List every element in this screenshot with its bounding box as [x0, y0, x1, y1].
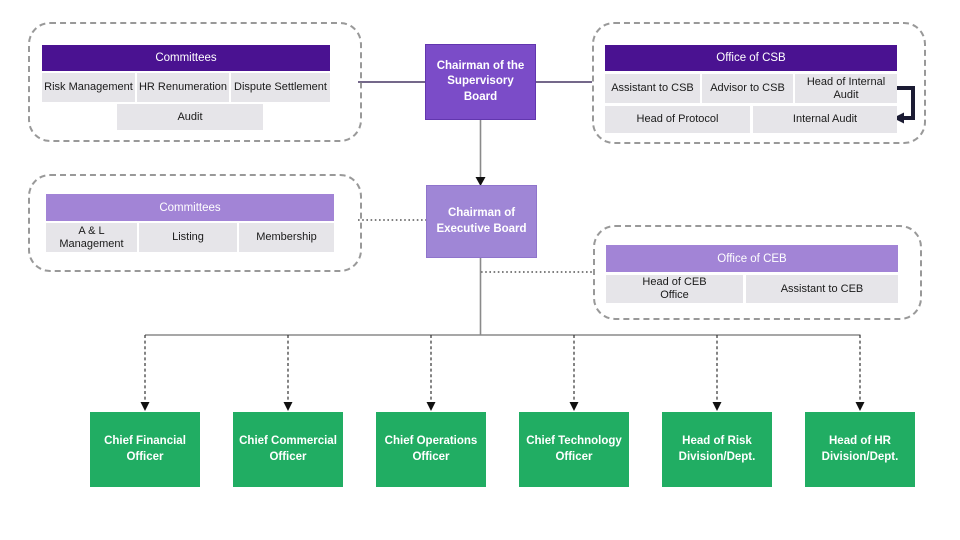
executive-node-head-risk: Head of Risk Division/Dept. [662, 412, 772, 487]
drop-arrow-heads [140, 402, 865, 411]
office-ceb-header: Office of CEB [606, 245, 898, 272]
committee-cell-membership: Membership [239, 223, 334, 252]
committee-cell-al-management: A & L Management [46, 223, 137, 252]
executive-node-cto: Chief Technology Officer [519, 412, 629, 487]
chairman-supervisory-board-node: Chairman of the Supervisory Board [425, 44, 536, 120]
office-csb-header: Office of CSB [605, 45, 897, 71]
ceb-cell-head-office: Head of CEB Office [606, 275, 743, 303]
executive-committees-header: Committees [46, 194, 334, 221]
committee-cell-audit: Audit [117, 104, 263, 130]
csb-cell-assistant: Assistant to CSB [605, 74, 700, 103]
supervisory-committees-header: Committees [42, 45, 330, 71]
supervisory-committees-group [28, 22, 362, 142]
csb-cell-internal-audit: Internal Audit [753, 106, 897, 133]
csb-cell-head-protocol: Head of Protocol [605, 106, 750, 133]
committee-cell-listing: Listing [139, 223, 237, 252]
drop-arrow-lines [144, 335, 861, 403]
committee-cell-hr-renumeration: HR Renumeration [137, 73, 229, 102]
executive-node-cco: Chief Commercial Officer [233, 412, 343, 487]
csb-cell-advisor: Advisor to CSB [702, 74, 793, 103]
committee-cell-dispute-settlement: Dispute Settlement [231, 73, 330, 102]
csb-cell-head-internal-audit: Head of Internal Audit [795, 74, 897, 103]
chairman-executive-board-node: Chairman of Executive Board [426, 185, 537, 258]
ceb-cell-assistant: Assistant to CEB [746, 275, 898, 303]
executive-node-coo: Chief Operations Officer [376, 412, 486, 487]
office-ceb-group [593, 225, 922, 320]
executive-node-head-hr: Head of HR Division/Dept. [805, 412, 915, 487]
committee-cell-risk-management: Risk Management [42, 73, 135, 102]
executive-committees-group [28, 174, 362, 272]
executive-node-cfo: Chief Financial Officer [90, 412, 200, 487]
office-csb-group [592, 22, 926, 144]
